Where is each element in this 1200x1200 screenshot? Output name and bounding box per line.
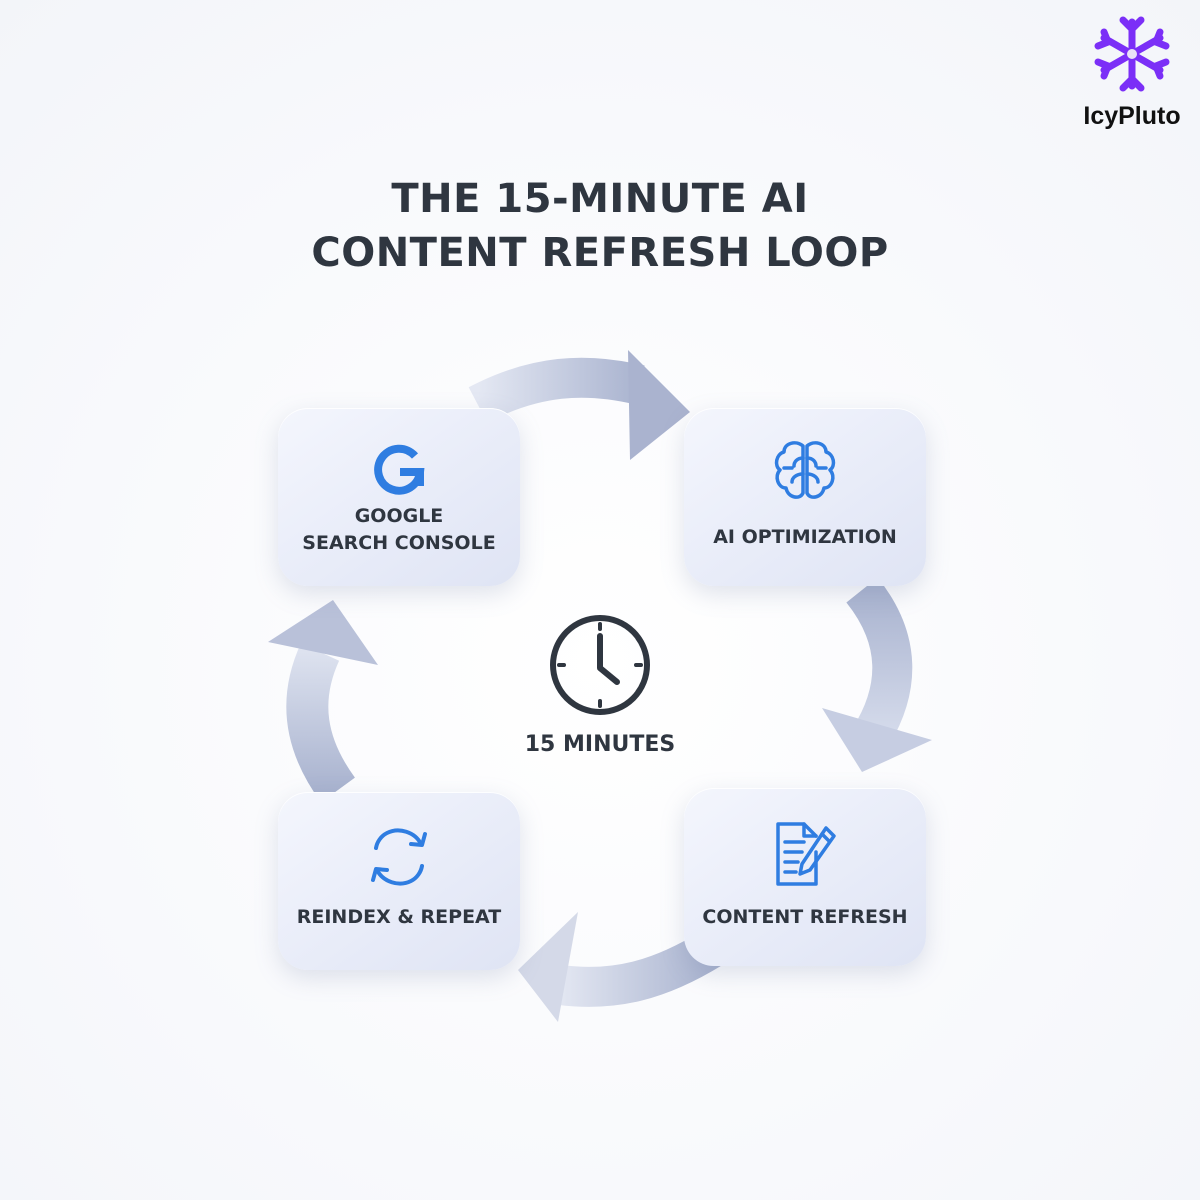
brand: IcyPluto — [1070, 12, 1194, 131]
document-pen-icon — [776, 822, 836, 886]
clock-icon — [550, 615, 650, 715]
center-label: 15 MINUTES — [524, 732, 676, 757]
brain-icon — [774, 441, 836, 499]
brand-name: IcyPluto — [1083, 102, 1181, 130]
step-label: GOOGLE SEARCH CONSOLE — [302, 505, 496, 554]
arrow-gsc-to-ai — [468, 350, 690, 460]
step-label: REINDEX & REPEAT — [296, 906, 502, 928]
snowflake-logo-icon — [1094, 16, 1170, 92]
center-duration: 15 MINUTES — [500, 612, 700, 757]
step-card-reindex-repeat: REINDEX & REPEAT — [278, 792, 520, 970]
step-card-google-search-console: GOOGLE SEARCH CONSOLE — [278, 408, 520, 586]
title-line-1: THE 15-MINUTE AI — [391, 176, 809, 222]
step-label: CONTENT REFRESH — [702, 906, 908, 928]
refresh-arrows-icon — [371, 828, 427, 886]
arrow-reindex-to-gsc — [268, 600, 378, 803]
title-line-2: CONTENT REFRESH LOOP — [311, 230, 889, 276]
arrow-ai-to-content — [822, 577, 932, 772]
step-card-content-refresh: CONTENT REFRESH — [684, 788, 926, 966]
diagram-title: THE 15-MINUTE AI CONTENT REFRESH LOOP — [0, 172, 1200, 280]
step-label: AI OPTIMIZATION — [713, 526, 897, 548]
arrow-content-to-reindex — [518, 912, 723, 1022]
google-g-icon — [374, 444, 425, 495]
step-card-ai-optimization: AI OPTIMIZATION — [684, 408, 926, 586]
